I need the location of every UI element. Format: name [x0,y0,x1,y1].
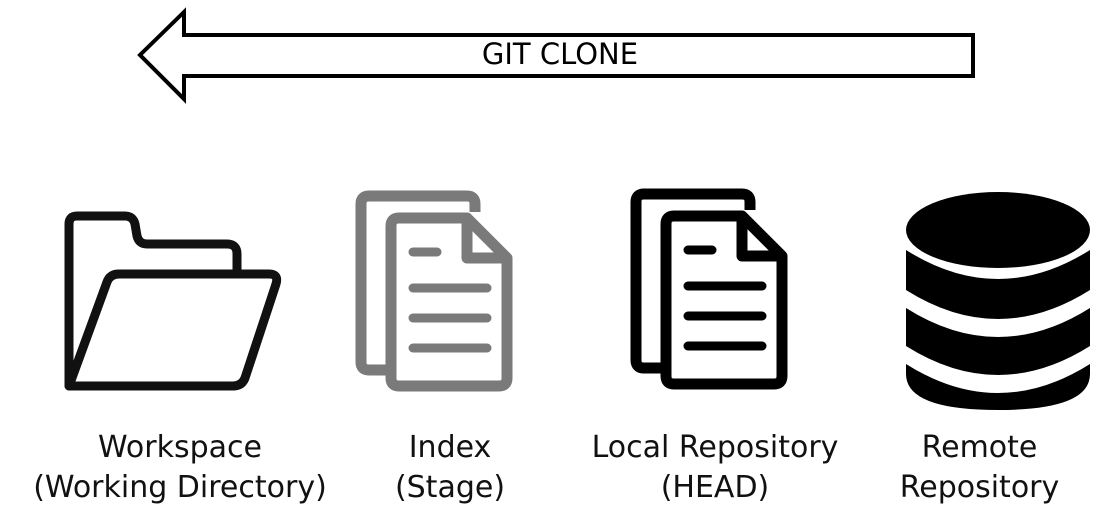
database-icon [906,192,1090,410]
index-label-line2: (Stage) [394,470,506,505]
index-label-line1: Index [408,430,492,465]
workspace-label: Workspace (Working Directory) [0,428,360,508]
workspace-label-line2: (Working Directory) [33,470,327,505]
index-node [355,190,515,395]
remote-repository-label: Remote Repository [860,428,1099,508]
local-repository-label: Local Repository (HEAD) [575,428,855,508]
workspace-node [55,208,285,393]
workspace-label-line1: Workspace [98,430,262,465]
document-stack-icon [355,190,513,392]
folder-open-icon [64,211,282,391]
arrow-label: GIT CLONE [481,37,639,71]
document-stack-icon [630,188,788,390]
remote-repository-label-line1: Remote [921,430,1038,465]
local-repository-label-line2: (HEAD) [660,470,770,505]
local-repository-label-line1: Local Repository [591,430,839,465]
git-clone-arrow [137,7,975,104]
index-label: Index (Stage) [355,428,545,508]
local-repository-node [630,188,790,393]
remote-repository-node [902,188,1094,413]
remote-repository-label-line2: Repository [899,470,1060,505]
